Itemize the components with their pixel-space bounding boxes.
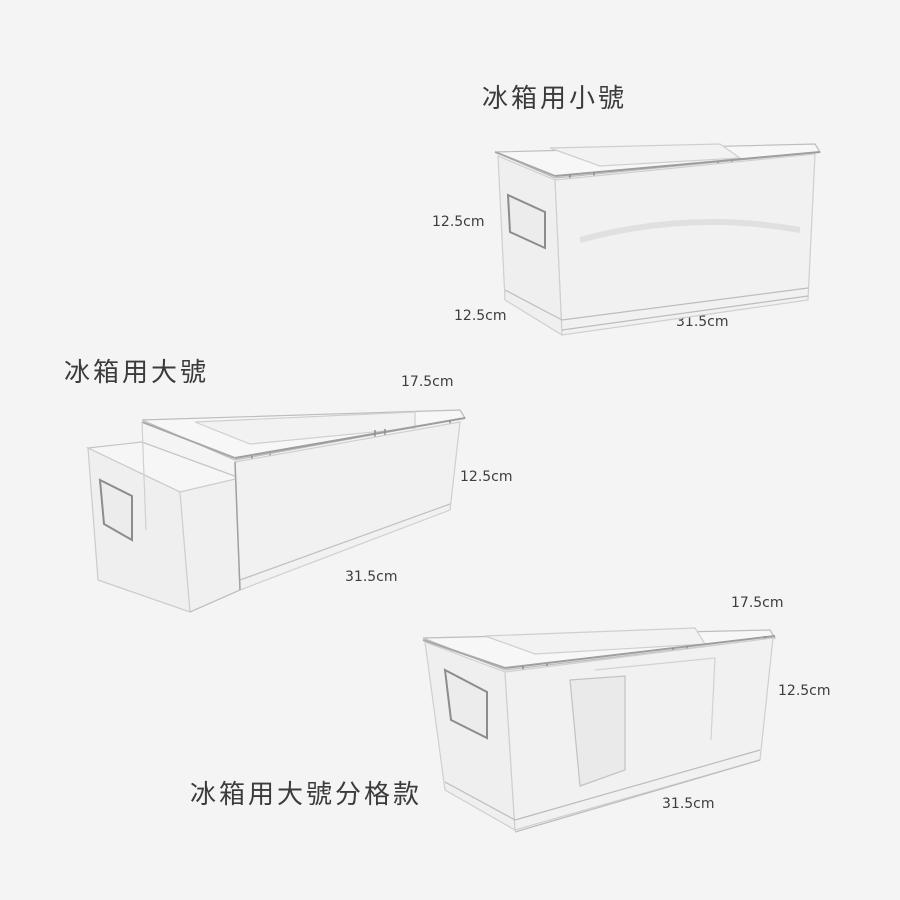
dimension-height-small: 12.5cm <box>432 214 485 230</box>
dimension-height-large-divided: 12.5cm <box>778 683 831 699</box>
product-image-large-divided-container <box>415 610 785 840</box>
storage-box-large-image <box>85 409 466 613</box>
product-title-small: 冰箱用小號 <box>482 84 628 114</box>
dimension-height-large: 12.5cm <box>460 469 513 485</box>
dimension-length-large-divided: 31.5cm <box>662 796 715 812</box>
product-image-small-container <box>490 140 830 345</box>
dimension-width-large-divided: 17.5cm <box>731 595 784 611</box>
dimension-length-small: 31.5cm <box>676 314 729 330</box>
dimension-width-small: 12.5cm <box>454 308 507 324</box>
dimension-width-large: 17.5cm <box>401 374 454 390</box>
storage-box-small-image <box>494 143 822 337</box>
product-image-large-container <box>80 400 480 620</box>
storage-box-divided-image <box>422 627 777 833</box>
dimension-length-large: 31.5cm <box>345 569 398 585</box>
product-title-large: 冰箱用大號 <box>64 358 210 388</box>
product-title-large-divided: 冰箱用大號分格款 <box>190 780 423 810</box>
